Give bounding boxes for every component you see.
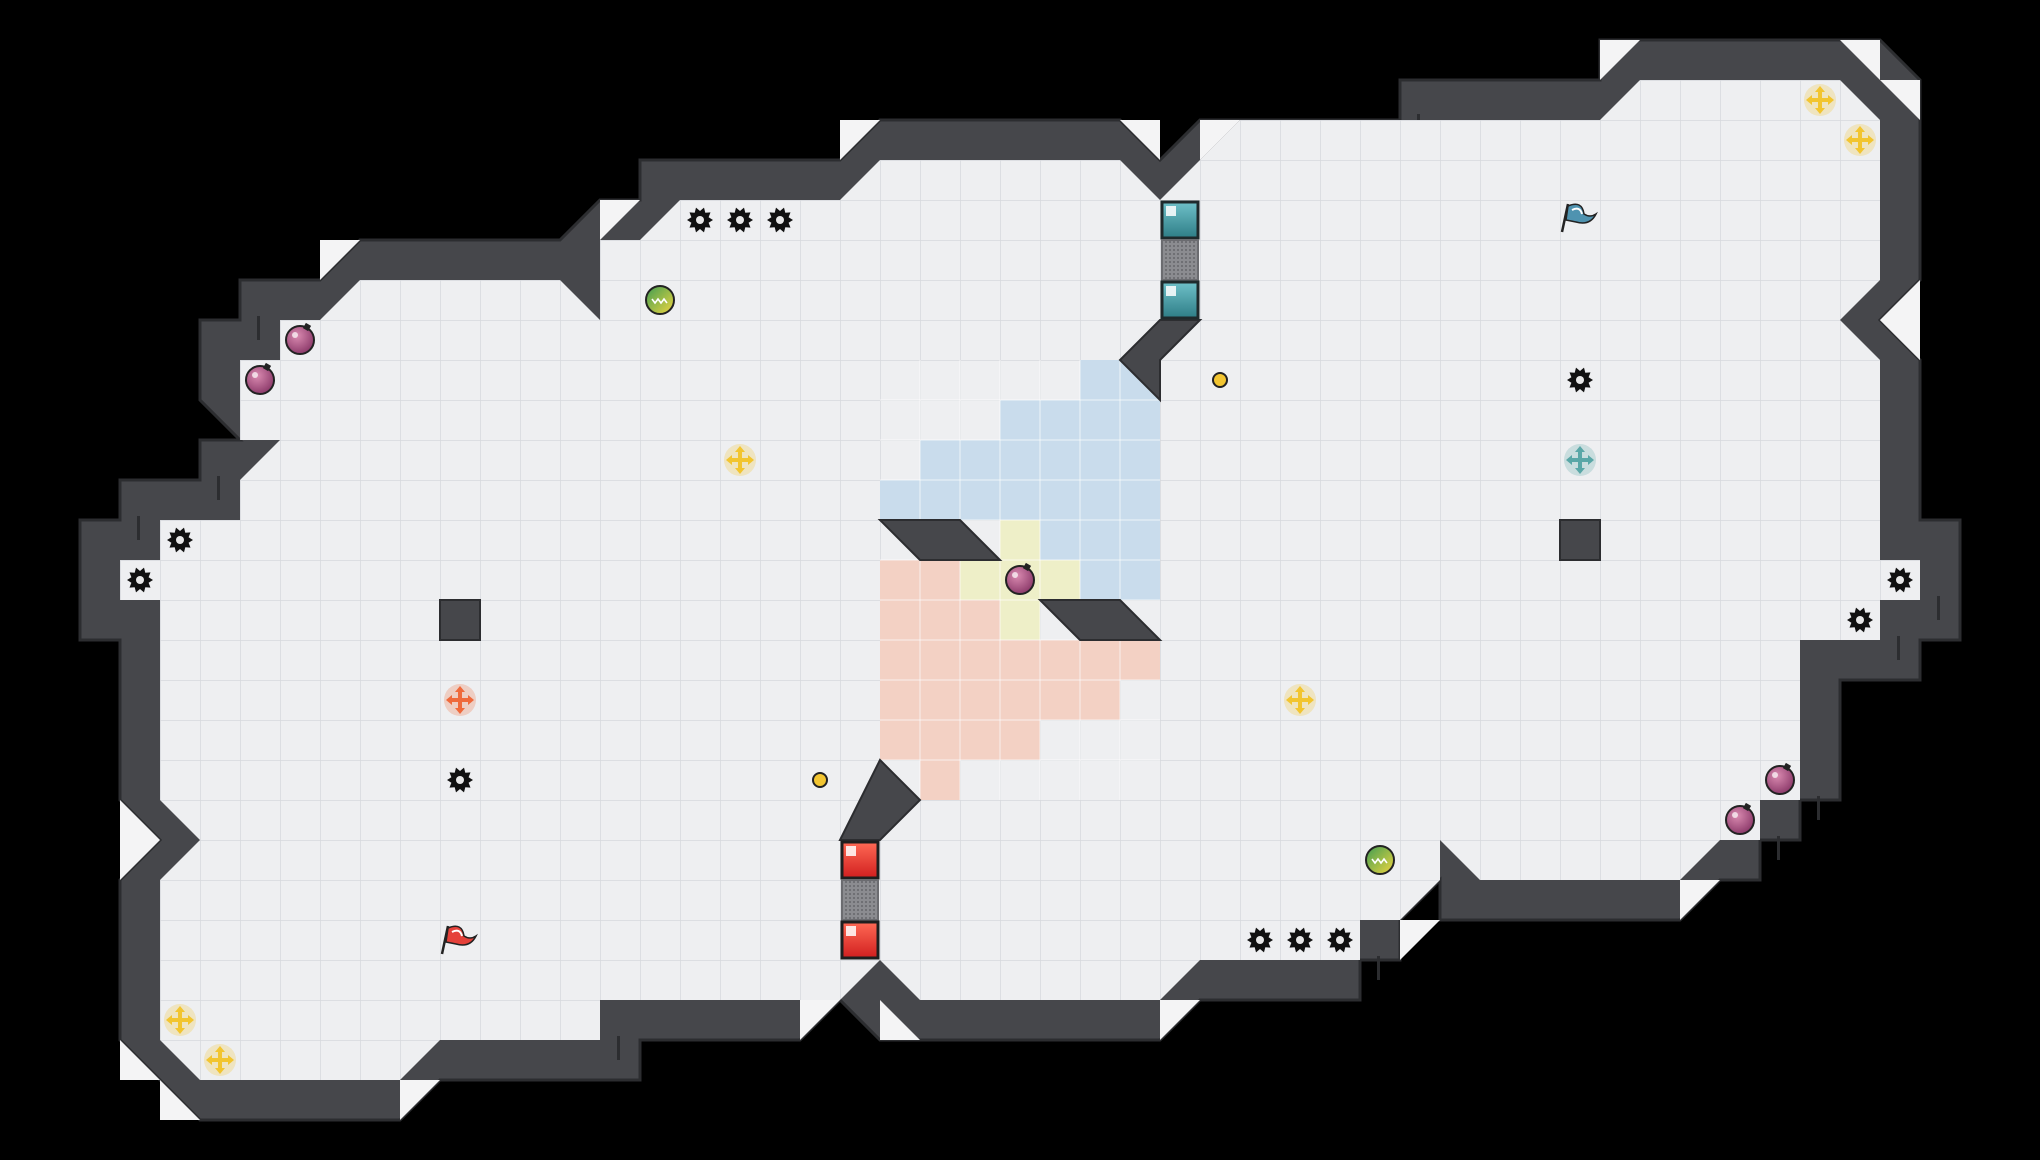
blue-zone (880, 360, 1160, 600)
spike-icon (727, 207, 753, 233)
bomb-icon (1005, 562, 1035, 595)
boost-icon (724, 444, 756, 476)
bomb-icon (1725, 802, 1755, 835)
spike-icon (767, 207, 793, 233)
spike-icon (1247, 927, 1273, 953)
blue-gate (1160, 200, 1200, 320)
spike-icon (1287, 927, 1313, 953)
boost-icon (444, 684, 476, 716)
button-icon (812, 772, 828, 788)
bomb-icon (245, 362, 275, 395)
red-flag-icon (440, 925, 478, 955)
portal-icon (1365, 845, 1395, 875)
boost-icon (1844, 124, 1876, 156)
gate-mesh (841, 879, 879, 921)
boost-icon (164, 1004, 196, 1036)
spike-icon (1327, 927, 1353, 953)
boost-icon (1564, 444, 1596, 476)
spike-icon (167, 527, 193, 553)
spike-icon (1567, 367, 1593, 393)
spike-icon (447, 767, 473, 793)
red-zone (880, 560, 1160, 800)
entities (127, 84, 1913, 1076)
portal-icon (645, 285, 675, 315)
blue-gate-icon (1160, 280, 1200, 320)
spike-icon (1847, 607, 1873, 633)
red-gate (840, 840, 880, 960)
boost-icon (204, 1044, 236, 1076)
spike-icon (687, 207, 713, 233)
bomb-icon (1765, 762, 1795, 795)
bomb-icon (285, 322, 315, 355)
inner-walls (439, 319, 1601, 841)
boost-icon (1804, 84, 1836, 116)
boost-icon (1284, 684, 1316, 716)
spike-icon (127, 567, 153, 593)
gate-mesh (1161, 239, 1199, 281)
spike-icon (1887, 567, 1913, 593)
button-icon (1212, 372, 1228, 388)
blue-flag-icon (1560, 203, 1598, 233)
